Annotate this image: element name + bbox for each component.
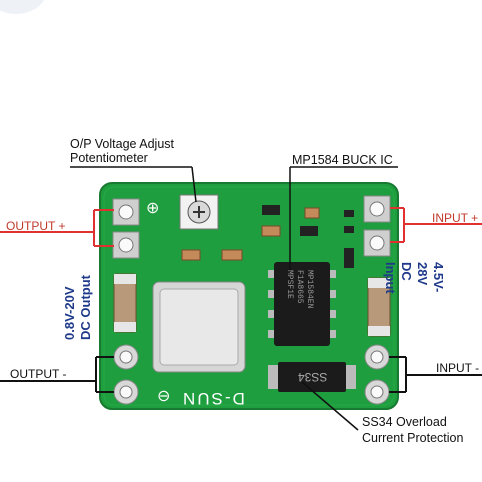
label-dc-input: 4.5V-28V DC Input (383, 262, 446, 294)
pad-output-plus (112, 198, 140, 226)
capacitor-input (367, 277, 391, 337)
label-dc-output: 0.8V-20V DC Output (62, 275, 93, 340)
label-output-minus: OUTPUT - (10, 367, 67, 381)
leader-input-plus (390, 207, 482, 243)
pad-input-plus (363, 195, 391, 223)
board-silkscreen: D-SUN (181, 389, 245, 408)
leader-ss34 (301, 381, 359, 431)
ss34-diode (268, 362, 356, 392)
label-input-minus: INPUT - (436, 361, 480, 375)
buck-ic (268, 262, 336, 346)
leader-input-minus (389, 356, 482, 393)
pad-input-plus-2 (363, 229, 391, 257)
leader-ic (289, 166, 398, 280)
leader-output-minus (0, 356, 114, 393)
label-input-plus: INPUT + (432, 211, 479, 225)
label-pot: O/P Voltage Adjust Potentiometer (70, 137, 175, 165)
capacitor-output (113, 273, 137, 333)
label-ss34: SS34 Overload Current Protection (362, 415, 464, 445)
leader-output-plus (0, 209, 114, 247)
potentiometer (179, 194, 219, 230)
inductor (152, 281, 246, 373)
board-symbol-minus: ⊖ (157, 388, 171, 405)
pad-output-plus-2 (112, 231, 140, 259)
leader-pot (70, 166, 197, 203)
board-symbol-plus: ⊕ (146, 200, 160, 217)
ic-marking: MP1584EN F1A8665 MPSF1E (285, 270, 314, 309)
diode-marking: SS34 (298, 370, 328, 384)
label-output-plus: OUTPUT + (6, 219, 66, 233)
label-ic: MP1584 BUCK IC (292, 153, 393, 167)
